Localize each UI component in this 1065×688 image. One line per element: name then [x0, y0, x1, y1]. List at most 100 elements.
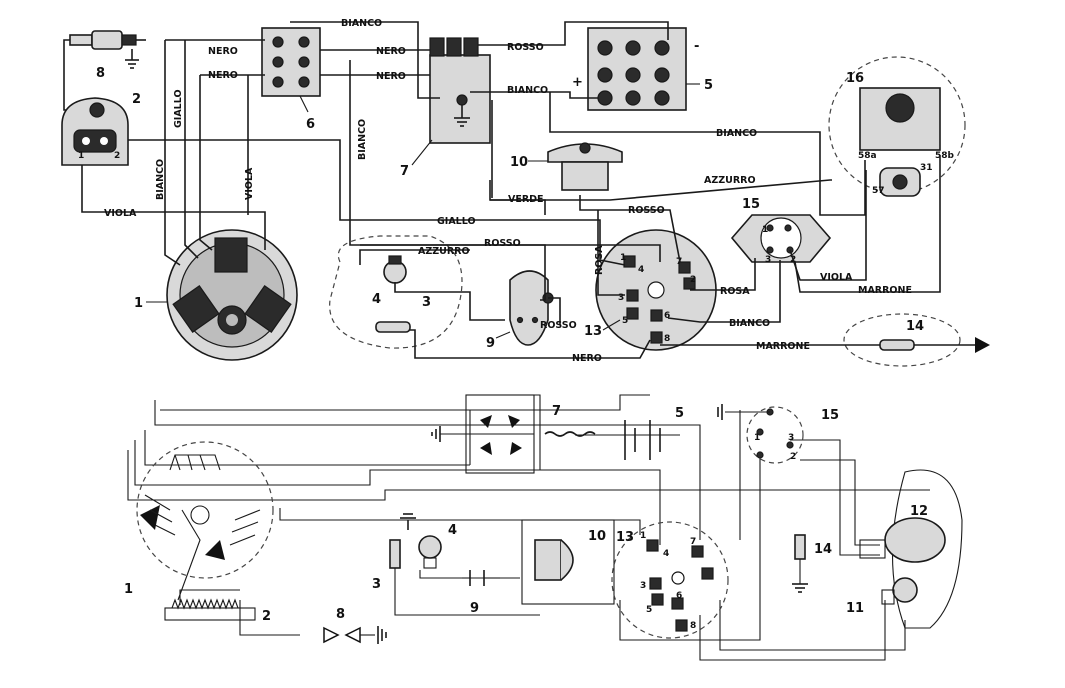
- terminal-key-3: 3: [765, 255, 771, 265]
- wire-label-rosa-v: ROSA: [594, 245, 605, 275]
- terminal-31: 31: [920, 163, 933, 173]
- lower-label-14: 14: [814, 542, 832, 557]
- tail-lamp: [383, 255, 407, 284]
- lower-terminal-sw4: 4: [663, 549, 669, 559]
- upper-diagram: 8 2 1 2 1: [61, 18, 990, 367]
- stop-switch-schematic: [462, 570, 500, 586]
- lower-label-1: 1: [124, 582, 133, 597]
- label-9: 9: [486, 336, 495, 351]
- battery-plus: +: [572, 75, 583, 90]
- tail-light-group: [329, 235, 463, 349]
- ground-arrow: [975, 337, 990, 353]
- key-switch-schematic: [717, 404, 804, 464]
- lower-terminal-k1: 1: [754, 433, 760, 443]
- lower-label-3: 3: [372, 577, 381, 592]
- label-10: 10: [510, 155, 528, 170]
- label-4: 4: [372, 292, 381, 307]
- flywheel-magneto: [166, 229, 298, 361]
- lower-label-12: 12: [910, 504, 928, 519]
- wire-label-azzurro-lamp: AZZURRO: [418, 246, 470, 257]
- wire-label-marrone-16: MARRONE: [858, 285, 912, 296]
- wire-label-nero-3: NERO: [376, 46, 406, 57]
- stop-switch: [509, 270, 554, 346]
- lower-diagram: 1 2 8 7: [124, 394, 963, 661]
- wire-label-bianco-coil: BIANCO: [507, 85, 548, 96]
- lower-label-5: 5: [675, 406, 684, 421]
- wire-label-rosso-sw: ROSSO: [628, 205, 665, 216]
- label-13: 13: [584, 324, 602, 339]
- wire-label-viola-v: VIOLA: [244, 167, 255, 200]
- wire-label-rosso-h: ROSSO: [484, 238, 521, 249]
- rectifier-bridge: [431, 394, 535, 474]
- lower-terminal-sw3: 3: [640, 581, 646, 591]
- lower-label-15: 15: [821, 408, 839, 423]
- lower-label-13: 13: [616, 530, 634, 545]
- headlight-switch: [859, 87, 941, 197]
- terminal-sw-5: 5: [622, 316, 628, 326]
- wire-label-bianco-v2: BIANCO: [357, 119, 368, 160]
- label-6: 6: [306, 117, 315, 132]
- wire-label-verde: VERDE: [508, 194, 544, 205]
- label-8: 8: [96, 66, 105, 81]
- tail-light-schematic: [389, 513, 442, 569]
- label-7: 7: [400, 164, 409, 179]
- lower-label-11: 11: [846, 601, 864, 616]
- label-2: 2: [132, 92, 141, 107]
- lower-label-10: 10: [588, 529, 606, 544]
- headlight-schematic: [859, 469, 963, 629]
- terminal-sw-2: 2: [690, 275, 696, 285]
- terminal-key-1: 1: [762, 225, 768, 235]
- label-5: 5: [704, 78, 713, 93]
- wire-label-nero-bottom: NERO: [572, 353, 602, 364]
- battery-minus: -: [694, 39, 699, 54]
- label-14: 14: [906, 319, 924, 334]
- upper-wire-labels: BIANCO NERO NERO NERO NERO ROSSO BIANCO …: [104, 18, 912, 364]
- wire-label-nero-4: NERO: [376, 71, 406, 82]
- lower-label-4: 4: [448, 523, 457, 538]
- wire-label-rosso-9: ROSSO: [540, 320, 577, 331]
- upper-wires: [81, 21, 941, 359]
- label-16: 16: [846, 71, 864, 86]
- lower-label-9: 9: [470, 601, 479, 616]
- wire-label-rosso-top: ROSSO: [507, 42, 544, 53]
- connector-14: [879, 339, 915, 351]
- terminal-58a: 58a: [858, 151, 877, 161]
- wire-label-viola-h: VIOLA: [104, 208, 137, 219]
- terminal-sw-3: 3: [618, 293, 624, 303]
- wire-label-bianco-top: BIANCO: [341, 18, 382, 29]
- wire-label-viola-15: VIOLA: [820, 272, 853, 283]
- wire-label-bianco-right: BIANCO: [716, 128, 757, 139]
- lower-terminal-sw1: 1: [640, 531, 646, 541]
- lower-terminal-sw8: 8: [690, 621, 696, 631]
- key-switch: [730, 214, 832, 263]
- wire-label-rosa-h: ROSA: [720, 286, 750, 297]
- wire-label-nero-2: NERO: [208, 70, 238, 81]
- terminal-sw-4: 4: [638, 265, 644, 275]
- lower-terminal-k3: 3: [788, 433, 794, 443]
- junction-block: [261, 27, 321, 97]
- wire-label-bianco-v1: BIANCO: [155, 159, 166, 200]
- battery-schematic: [624, 420, 661, 460]
- lower-wires: [127, 394, 930, 661]
- lower-label-7: 7: [552, 404, 561, 419]
- terminal-58b: 58b: [935, 151, 955, 161]
- fuse-link: [544, 431, 596, 437]
- wire-label-azzurro-h: AZZURRO: [704, 175, 756, 186]
- battery: [587, 27, 687, 111]
- connector-group: [843, 313, 961, 367]
- wire-label-giallo-h: GIALLO: [437, 216, 476, 227]
- wire-label-giallo-v: GIALLO: [173, 89, 184, 128]
- horn-schematic: [521, 519, 615, 605]
- handlebar-switch-schematic: [611, 521, 729, 639]
- ignition-coil-ht: [61, 97, 129, 166]
- label-15: 15: [742, 197, 760, 212]
- terminal-sw-7: 7: [676, 257, 682, 267]
- terminal-sw-1: 1: [620, 253, 626, 263]
- terminal-57: 57: [872, 186, 885, 196]
- label-3: 3: [422, 295, 431, 310]
- spark-plug: [69, 30, 146, 69]
- label-1: 1: [134, 296, 143, 311]
- lower-label-8: 8: [336, 607, 345, 622]
- headlight-group: [828, 56, 966, 194]
